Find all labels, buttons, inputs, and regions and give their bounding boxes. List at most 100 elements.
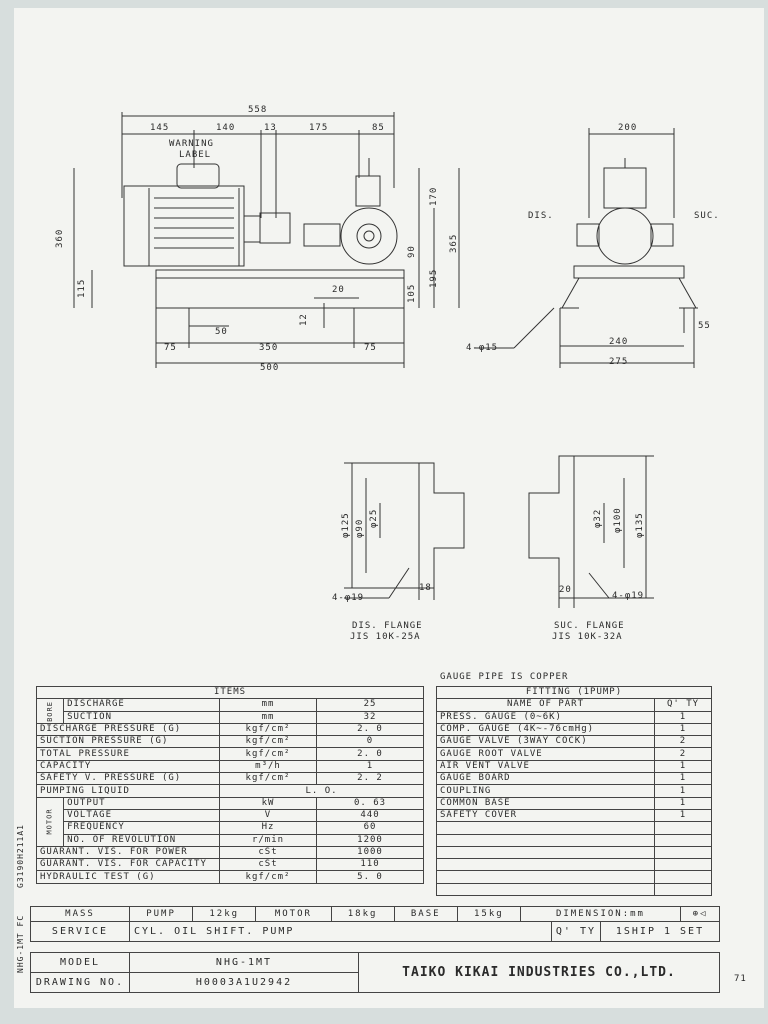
drawing-sheet: 558 145 140 13 175 85 WARNING LABEL 360 … [14, 8, 764, 1008]
dis-phi-25: φ25 [369, 509, 379, 528]
company-logo-text: TAIKO KIKAI INDUSTRIES CO.,LTD. [358, 952, 720, 993]
mass-label: MASS [30, 906, 130, 922]
row-name: GUARANT. VIS. FOR CAPACITY [36, 858, 220, 872]
suc-bolt: 4-φ19 [612, 591, 644, 601]
projection-symbol-icon: ⊕◁ [680, 906, 720, 922]
row-unit: kgf/cm² [219, 722, 317, 737]
service-label: SERVICE [30, 921, 130, 942]
model-row: MODEL NHG-1MT TAIKO KIKAI INDUSTRIES CO.… [30, 952, 720, 993]
table-row: COMP. GAUGE (4K~-76cmHg)1 [436, 722, 712, 737]
dim-75-left: 75 [164, 343, 177, 353]
service-row: SERVICE CYL. OIL SHIFT. PUMP Q' TY 1SHIP… [30, 921, 720, 942]
dis-bolt: 4-φ19 [332, 593, 364, 603]
dim-13: 13 [264, 123, 277, 133]
part-qty: 2 [654, 735, 712, 749]
motor-mass: 18kg [330, 906, 395, 922]
row-unit: kgf/cm² [219, 735, 317, 749]
common-base [155, 269, 405, 309]
qty-label: Q' TY [550, 921, 602, 942]
row-value: L. O. [219, 784, 424, 798]
dis-phi-90: φ90 [355, 519, 365, 538]
part-name: COUPLING [436, 784, 655, 798]
pump-mass: 12kg [192, 906, 257, 922]
suc-label: SUC. [694, 211, 720, 221]
dim-275: 275 [609, 357, 628, 367]
dim-105: 105 [407, 284, 417, 303]
part-qty: 1 [654, 772, 712, 786]
coupling-guard [259, 212, 291, 244]
dis-flange-title: DIS. FLANGE [352, 621, 423, 631]
part-qty: 1 [654, 784, 712, 798]
row-value: 0 [316, 735, 424, 749]
service-value: CYL. OIL SHIFT. PUMP [129, 921, 552, 942]
side-pump-casing [596, 207, 654, 265]
suc-flange-title: SUC. FLANGE [554, 621, 625, 631]
dim-overall: 558 [248, 105, 267, 115]
row-name: GUARANT. VIS. FOR POWER [36, 845, 220, 860]
row-value: 60 [316, 821, 424, 835]
row-value: 5. 0 [316, 870, 424, 884]
base-mass: 15kg [456, 906, 521, 922]
suc-phi-100: φ100 [613, 507, 623, 533]
row-unit: cSt [219, 845, 317, 860]
row-value: 440 [316, 808, 424, 823]
row-unit: mm [219, 698, 317, 712]
part-qty: 2 [654, 747, 712, 761]
base-label: BASE [393, 906, 458, 922]
model-label: MODEL [30, 952, 130, 973]
dim-500: 500 [260, 363, 279, 373]
part-qty: 1 [654, 759, 712, 774]
dim-195: 195 [429, 269, 439, 288]
motor-label: MOTOR [35, 796, 65, 847]
table-row: SUCTION mm 32 [37, 710, 424, 724]
row-name: SAFETY V. PRESSURE (G) [36, 772, 220, 786]
drawing-no-value: H0003A1U2942 [129, 972, 359, 993]
col-name-of-part: NAME OF PART [436, 698, 655, 712]
terminal-box [176, 163, 220, 189]
table-row: BORE DISCHARGE mm 25 [35, 698, 424, 724]
suc-phi-32: φ32 [593, 509, 603, 528]
dis-phi-125: φ125 [341, 512, 351, 538]
dim-365: 365 [449, 234, 459, 253]
dim-140: 140 [216, 123, 235, 133]
technical-drawing: 558 145 140 13 175 85 WARNING LABEL 360 … [55, 105, 720, 642]
warning-label-text: WARNING [169, 139, 214, 149]
row-unit: V [219, 808, 317, 823]
row-unit: kgf/cm² [219, 772, 317, 786]
row-value: 32 [316, 710, 424, 724]
dis-label: DIS. [528, 211, 554, 221]
row-value: 1200 [316, 833, 424, 847]
row-name: HYDRAULIC TEST (G) [36, 870, 220, 884]
dimension-unit: DIMENSION:mm [519, 906, 682, 922]
bolt-4-15: 4-φ15 [466, 343, 498, 353]
row-value: 0. 63 [316, 796, 424, 810]
items-table: ITEMS BORE DISCHARGE mm 25 SUCTION mm 32… [35, 685, 424, 884]
part-name: GAUGE BOARD [436, 772, 655, 786]
row-unit: kgf/cm² [219, 870, 317, 884]
dim-175: 175 [309, 123, 328, 133]
dim-12: 12 [299, 313, 309, 326]
table-row: PRESS. GAUGE (0~6K)1 [436, 710, 712, 724]
row-value: 110 [316, 858, 424, 872]
dim-145: 145 [150, 123, 169, 133]
part-qty: 1 [654, 710, 712, 724]
row-unit: kW [219, 796, 317, 810]
row-value: 1000 [316, 845, 424, 860]
row-name: DISCHARGE PRESSURE (G) [36, 722, 220, 737]
bore-label: BORE [35, 698, 65, 724]
warning-label-text-2: LABEL [179, 150, 211, 160]
row-unit: mm [219, 710, 317, 724]
fitting-header: FITTING (1PUMP) [436, 685, 712, 700]
row-value: 2. 2 [316, 772, 424, 786]
part-name: COMP. GAUGE (4K~-76cmHg) [436, 722, 655, 737]
